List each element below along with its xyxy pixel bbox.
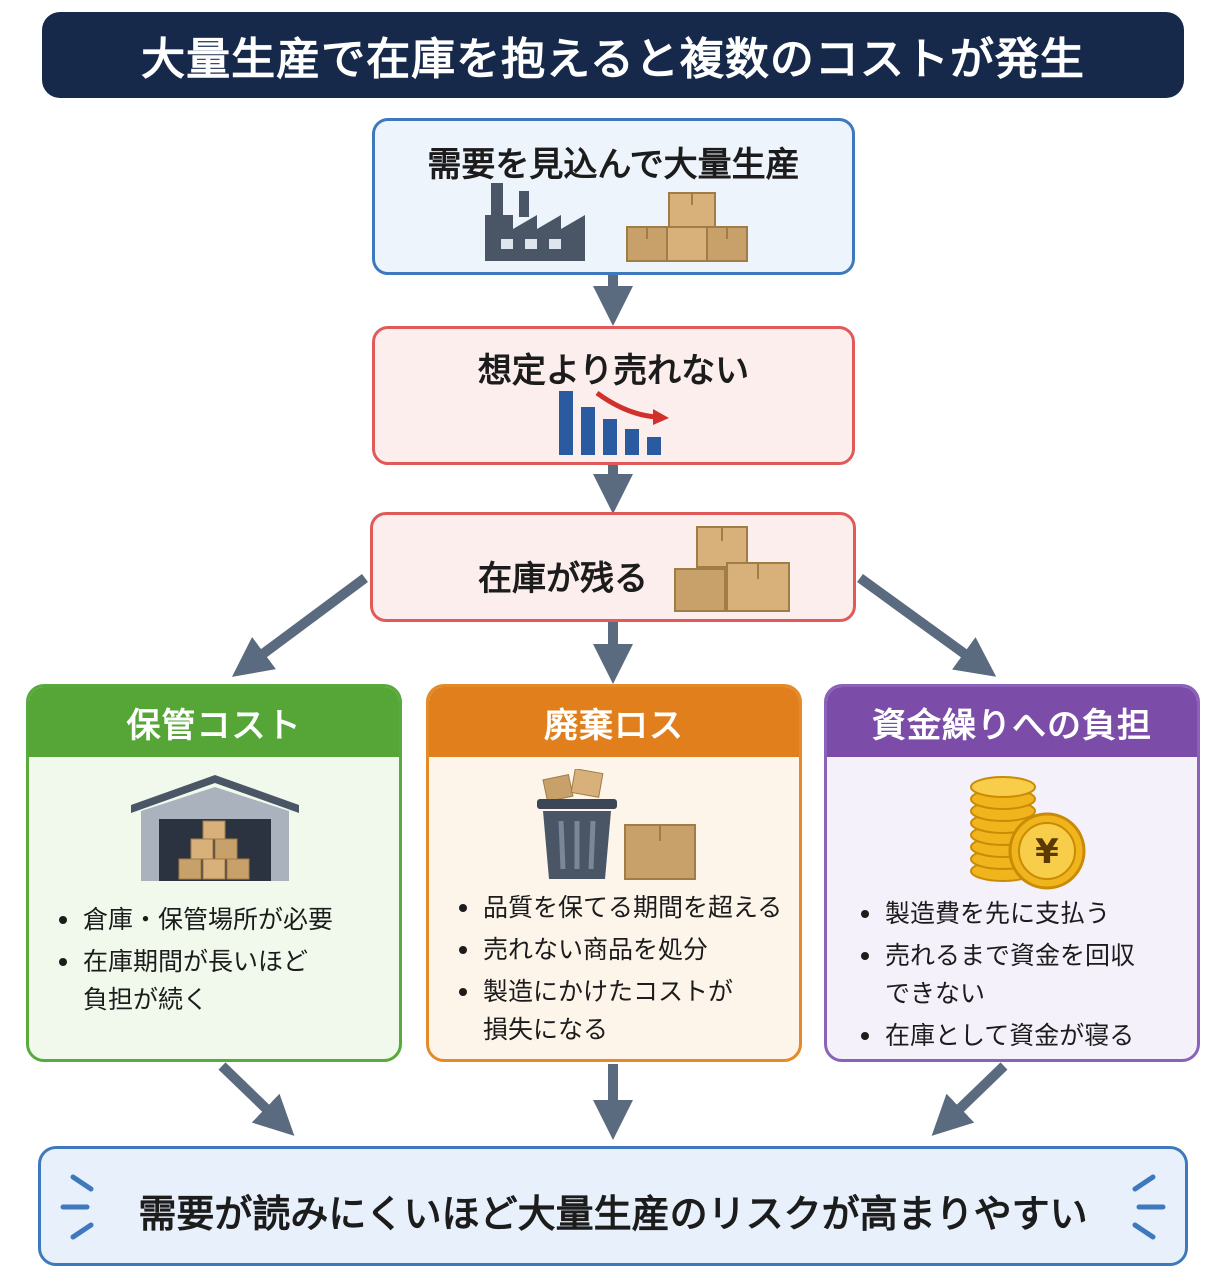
emphasis-lines-right <box>1132 1174 1166 1240</box>
card-disposal-loss-bullets: 品質を保てる期間を超える 売れない商品を処分 製造にかけたコストが 損失になる <box>453 889 793 1053</box>
conclusion-box: 需要が読みにくいほど大量生産のリスクが高まりやすい <box>38 1146 1188 1266</box>
declining-bar-chart-icon <box>559 390 669 455</box>
bullet-item: 売れない商品を処分 <box>453 931 793 969</box>
boxes-icon <box>626 192 748 262</box>
step-inventory-remains: 在庫が残る <box>370 512 856 622</box>
card-cashflow-burden-bullets: 製造費を先に支払う 売れるまで資金を回収 できない 在庫として資金が寝る <box>855 895 1191 1059</box>
step-mass-production: 需要を見込んで大量生産 <box>372 118 855 275</box>
trash-can-icon <box>537 769 617 879</box>
box-icon <box>624 824 696 880</box>
card-storage-cost-bullets: 倉庫・保管場所が必要 在庫期間が長いほど 負担が続く <box>53 901 383 1023</box>
svg-text:¥: ¥ <box>1035 832 1059 872</box>
page-title: 大量生産で在庫を抱えると複数のコストが発生 <box>42 12 1184 98</box>
bullet-item: 在庫として資金が寝る <box>855 1017 1191 1055</box>
card-cashflow-burden-heading: 資金繰りへの負担 <box>827 687 1197 757</box>
arrow-cashflow-to-conclusion <box>931 1062 1008 1136</box>
bullet-item: 倉庫・保管場所が必要 <box>53 901 383 939</box>
card-storage-cost: 保管コスト 倉庫・保管場所が必要 在庫期間が長いほど 負担が続く <box>26 684 402 1062</box>
step-poor-sales: 想定より売れない <box>372 326 855 465</box>
bullet-item: 在庫期間が長いほど 負担が続く <box>53 943 383 1019</box>
warehouse-icon <box>131 775 299 881</box>
factory-icon <box>485 183 585 261</box>
boxes-icon <box>674 526 790 612</box>
step-mass-production-label: 需要を見込んで大量生産 <box>427 145 800 185</box>
card-disposal-loss: 廃棄ロス 品質を保てる期間を超える 売れない商品を処分 製造にかけたコストが 損… <box>426 684 802 1062</box>
bullet-item: 製造にかけたコストが 損失になる <box>453 973 793 1049</box>
step-inventory-remains-label: 在庫が残る <box>478 559 648 599</box>
bullet-item: 品質を保てる期間を超える <box>453 889 793 927</box>
card-storage-cost-heading: 保管コスト <box>29 687 399 757</box>
conclusion-text: 需要が読みにくいほど大量生産のリスクが高まりやすい <box>138 1192 1088 1236</box>
emphasis-lines-left <box>60 1174 94 1240</box>
card-cashflow-burden: 資金繰りへの負担 ¥ 製造費を先に支払う 売れるまで資金を回収 できない 在庫と… <box>824 684 1200 1062</box>
step-poor-sales-label: 想定より売れない <box>477 351 750 391</box>
arrow-step3-to-cashflow <box>857 573 997 677</box>
yen-coin-icon: ¥ <box>1008 812 1086 890</box>
bullet-item: 売れるまで資金を回収 できない <box>855 937 1191 1013</box>
card-disposal-loss-heading: 廃棄ロス <box>429 687 799 757</box>
arrow-step3-to-storage <box>231 573 368 677</box>
arrow-storage-to-conclusion <box>218 1062 295 1136</box>
bullet-item: 製造費を先に支払う <box>855 895 1191 933</box>
